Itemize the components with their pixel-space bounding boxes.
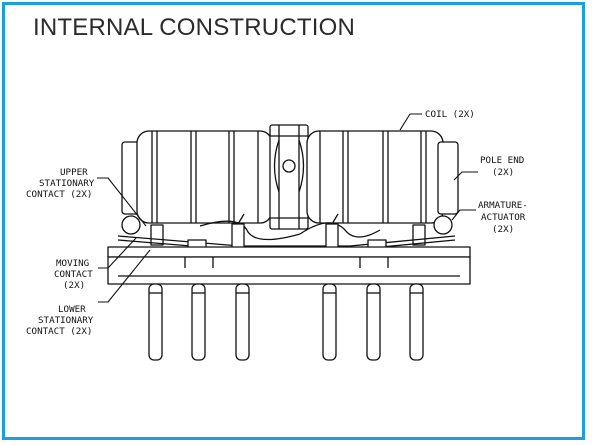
callout-moving-contact: MOVING CONTACT (2X) [54,258,93,291]
page-title: INTERNAL CONSTRUCTION [33,14,355,41]
svg-text:(2X): (2X) [492,167,514,178]
svg-text:STATIONARY: STATIONARY [38,315,94,326]
svg-text:LOWER: LOWER [58,304,86,315]
svg-text:CONTACT (2X): CONTACT (2X) [26,189,92,200]
svg-text:ACTUATOR: ACTUATOR [481,212,526,223]
svg-text:MOVING: MOVING [56,258,89,269]
svg-text:CONTACT (2X): CONTACT (2X) [26,326,92,337]
callout-armature: ARMATURE- ACTUATOR (2X) [478,200,528,235]
svg-text:(2X): (2X) [492,224,514,235]
callout-lower-contact: LOWER STATIONARY CONTACT (2X) [26,304,94,337]
svg-text:(2X): (2X) [63,280,85,291]
callout-pole-end: POLE END (2X) [480,155,524,178]
terminal-pins [148,283,424,361]
coil-left [121,130,273,224]
label-coil: COIL (2X) [425,109,475,120]
callout-coil: COIL (2X) [425,109,475,120]
callout-upper-contact: UPPER STATIONARY CONTACT (2X) [26,167,95,200]
svg-text:STATIONARY: STATIONARY [39,178,95,189]
contact-assembly [117,213,456,251]
svg-text:CONTACT: CONTACT [54,269,93,280]
relay-base [107,246,471,285]
coil-center-yoke [269,124,309,230]
leader-lines [97,113,478,303]
svg-text:POLE END: POLE END [480,155,524,166]
coil-right [306,130,459,224]
svg-text:ARMATURE-: ARMATURE- [478,200,528,211]
svg-text:UPPER: UPPER [60,167,88,178]
